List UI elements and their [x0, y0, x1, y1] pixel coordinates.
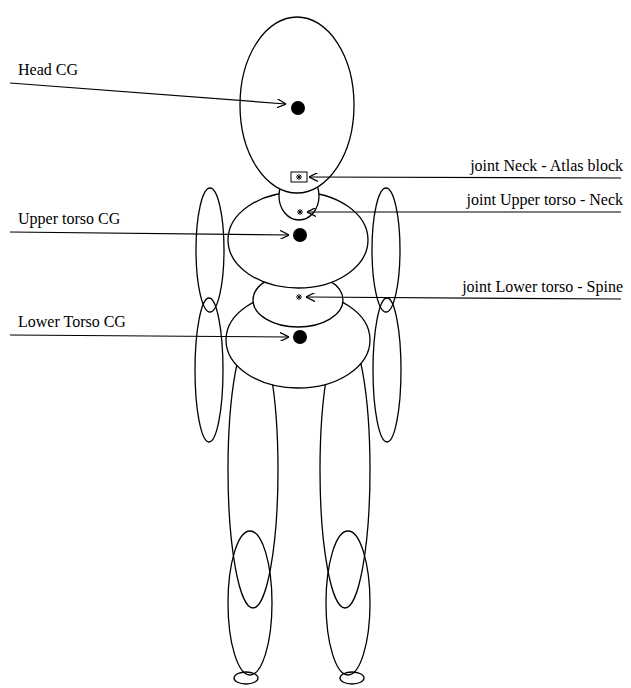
callout-label: joint Neck - Atlas block: [470, 158, 623, 174]
leader-arrow: [306, 297, 621, 299]
left-forearm: [195, 298, 223, 442]
joint-asterisk: [296, 174, 302, 180]
left-upper-arm: [196, 188, 224, 312]
leader-arrow: [10, 232, 289, 235]
head: [240, 17, 354, 193]
lower-torso-cg-dot: [293, 330, 307, 344]
upper-torso-cg-dot: [293, 228, 307, 242]
right-shin: [326, 531, 370, 675]
right-forearm: [373, 298, 401, 442]
leader-arrow: [309, 177, 621, 178]
callout-label: Upper torso CG: [18, 211, 120, 227]
right-foot: [340, 672, 364, 684]
head-cg-dot: [291, 101, 305, 115]
callout-label: joint Lower torso - Spine: [462, 279, 623, 295]
leader-arrow: [307, 211, 621, 212]
atlas-block: [291, 172, 307, 182]
joint-asterisk: [296, 294, 302, 300]
leader-arrow: [10, 83, 286, 104]
joint-asterisk: [297, 209, 303, 215]
callout-label: joint Upper torso - Neck: [467, 192, 623, 208]
left-foot: [234, 672, 258, 684]
callout-label: Lower Torso CG: [18, 314, 126, 330]
right-upper-arm: [372, 188, 400, 312]
callout-label: Head CG: [18, 62, 78, 78]
leader-arrow: [10, 335, 289, 337]
left-shin: [228, 531, 272, 675]
